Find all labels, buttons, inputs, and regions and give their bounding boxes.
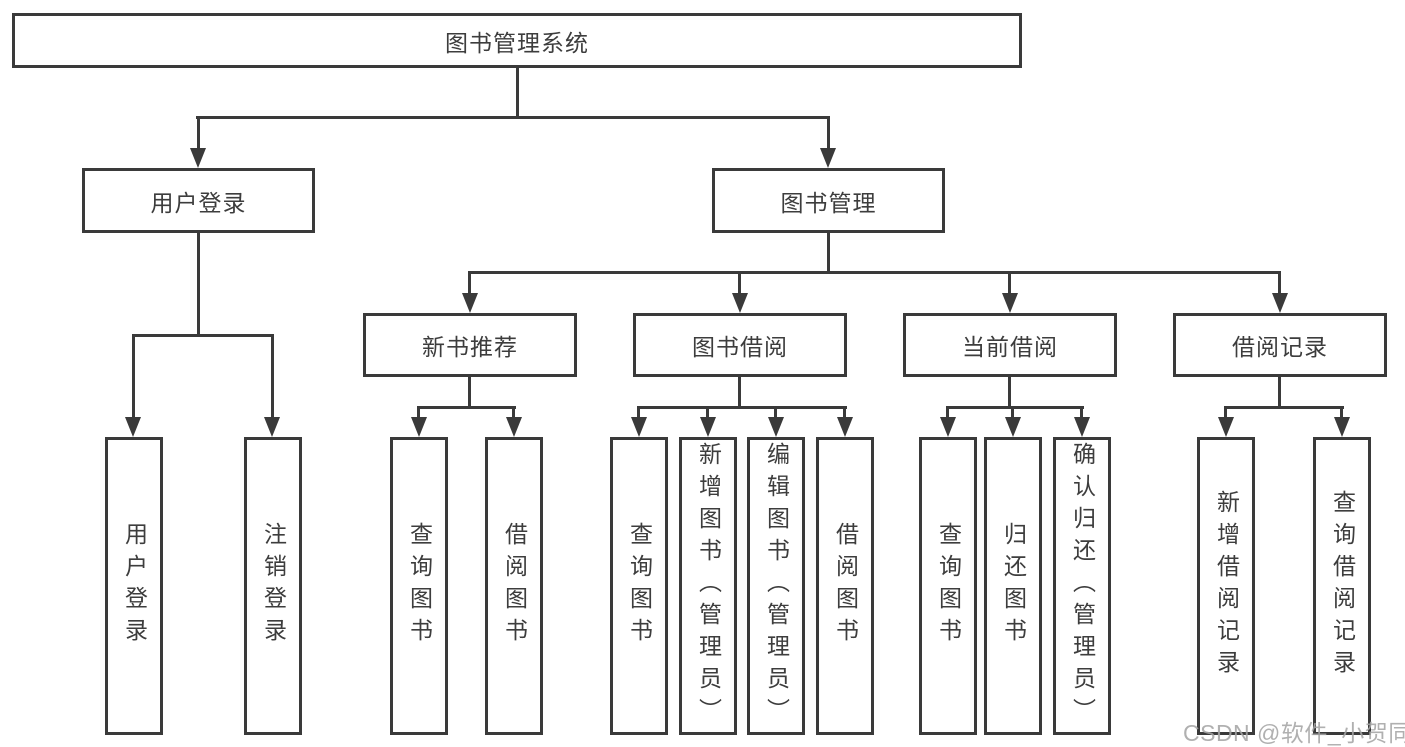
connector-line (132, 334, 135, 419)
connector-line (1278, 271, 1281, 295)
node-leaf-return-book-label: 归还图书 (1000, 522, 1027, 650)
arrowhead-down-icon (1005, 417, 1021, 437)
node-leaf-query-book-borrowing: 查询图书 (610, 437, 668, 735)
connector-line (197, 233, 200, 335)
connector-line (417, 406, 420, 419)
connector-line (738, 271, 741, 295)
arrowhead-down-icon (190, 148, 206, 168)
node-new-book-recommendation-label: 新书推荐 (422, 334, 518, 360)
node-book-management-label: 图书管理 (780, 189, 877, 216)
connector-line (827, 233, 830, 273)
connector-line (774, 406, 777, 419)
connector-line (1011, 406, 1014, 419)
connector-line (417, 406, 516, 409)
connector-line (1340, 406, 1343, 419)
connector-line (843, 406, 846, 419)
arrowhead-down-icon (1334, 417, 1350, 437)
node-new-book-recommendation: 新书推荐 (363, 313, 577, 377)
connector-line (1080, 406, 1083, 419)
arrowhead-down-icon (631, 417, 647, 437)
node-leaf-edit-book-admin: 编辑图书（管理员） (747, 437, 805, 735)
connector-line (946, 406, 1084, 409)
node-leaf-edit-book-admin-label: 编辑图书（管理员） (763, 442, 790, 730)
node-leaf-confirm-return-admin-label: 确认归还（管理员） (1069, 442, 1096, 730)
node-user-login-label: 用户登录 (150, 189, 247, 216)
node-leaf-add-book-admin: 新增图书（管理员） (679, 437, 737, 735)
connector-line (468, 271, 1281, 274)
node-leaf-query-borrow-record: 查询借阅记录 (1313, 437, 1371, 735)
connector-line (1224, 406, 1227, 419)
node-borrowing-records: 借阅记录 (1173, 313, 1387, 377)
arrowhead-down-icon (411, 417, 427, 437)
node-leaf-query-book-current-label: 查询图书 (935, 522, 962, 650)
node-leaf-add-borrow-record: 新增借阅记录 (1197, 437, 1255, 735)
connector-line (1008, 377, 1011, 407)
node-leaf-query-borrow-record-label: 查询借阅记录 (1329, 490, 1356, 682)
node-leaf-user-login: 用户登录 (105, 437, 163, 735)
node-leaf-query-book-current: 查询图书 (919, 437, 977, 735)
arrowhead-down-icon (264, 417, 280, 437)
connector-line (706, 406, 709, 419)
arrowhead-down-icon (768, 417, 784, 437)
connector-line (197, 117, 200, 149)
arrowhead-down-icon (1074, 417, 1090, 437)
node-book-borrowing: 图书借阅 (633, 313, 847, 377)
node-leaf-query-book-recommend-label: 查询图书 (406, 522, 433, 650)
arrowhead-down-icon (462, 293, 478, 313)
connector-line (738, 377, 741, 407)
node-leaf-add-borrow-record-label: 新增借阅记录 (1213, 490, 1240, 682)
arrowhead-down-icon (506, 417, 522, 437)
arrowhead-down-icon (732, 293, 748, 313)
arrowhead-down-icon (1218, 417, 1234, 437)
node-leaf-logout: 注销登录 (244, 437, 302, 735)
node-user-login: 用户登录 (82, 168, 315, 233)
connector-line (637, 406, 847, 409)
arrowhead-down-icon (820, 148, 836, 168)
node-leaf-add-book-admin-label: 新增图书（管理员） (695, 442, 722, 730)
connector-line (516, 68, 519, 117)
node-leaf-return-book: 归还图书 (984, 437, 1042, 735)
arrowhead-down-icon (1272, 293, 1288, 313)
node-current-borrowing-label: 当前借阅 (962, 334, 1058, 360)
connector-line (637, 406, 640, 419)
node-leaf-confirm-return-admin: 确认归还（管理员） (1053, 437, 1111, 735)
node-leaf-user-login-label: 用户登录 (121, 522, 148, 650)
node-leaf-borrow-book-label: 借阅图书 (832, 522, 859, 650)
connector-line (468, 377, 471, 407)
node-book-borrowing-label: 图书借阅 (692, 334, 788, 360)
connector-line (132, 334, 274, 337)
watermark: CSDN @软件_小贺同学 (1183, 720, 1405, 746)
connector-line (827, 117, 830, 149)
node-root-system: 图书管理系统 (12, 13, 1022, 68)
connector-line (1278, 377, 1281, 407)
connector-line (271, 334, 274, 419)
connector-line (1008, 271, 1011, 295)
node-leaf-borrow-book-recommend-label: 借阅图书 (501, 522, 528, 650)
node-leaf-query-book-recommend: 查询图书 (390, 437, 448, 735)
node-leaf-logout-label: 注销登录 (260, 522, 287, 650)
node-book-management: 图书管理 (712, 168, 945, 233)
arrowhead-down-icon (1002, 293, 1018, 313)
connector-line (468, 271, 471, 295)
node-root-system-label: 图书管理系统 (445, 29, 589, 56)
node-current-borrowing: 当前借阅 (903, 313, 1117, 377)
connector-line (196, 116, 830, 119)
arrowhead-down-icon (837, 417, 853, 437)
node-leaf-borrow-book: 借阅图书 (816, 437, 874, 735)
node-borrowing-records-label: 借阅记录 (1232, 334, 1328, 360)
arrowhead-down-icon (700, 417, 716, 437)
node-leaf-query-book-borrowing-label: 查询图书 (626, 522, 653, 650)
connector-line (1224, 406, 1344, 409)
connector-line (946, 406, 949, 419)
arrowhead-down-icon (940, 417, 956, 437)
arrowhead-down-icon (125, 417, 141, 437)
node-leaf-borrow-book-recommend: 借阅图书 (485, 437, 543, 735)
connector-line (512, 406, 515, 419)
